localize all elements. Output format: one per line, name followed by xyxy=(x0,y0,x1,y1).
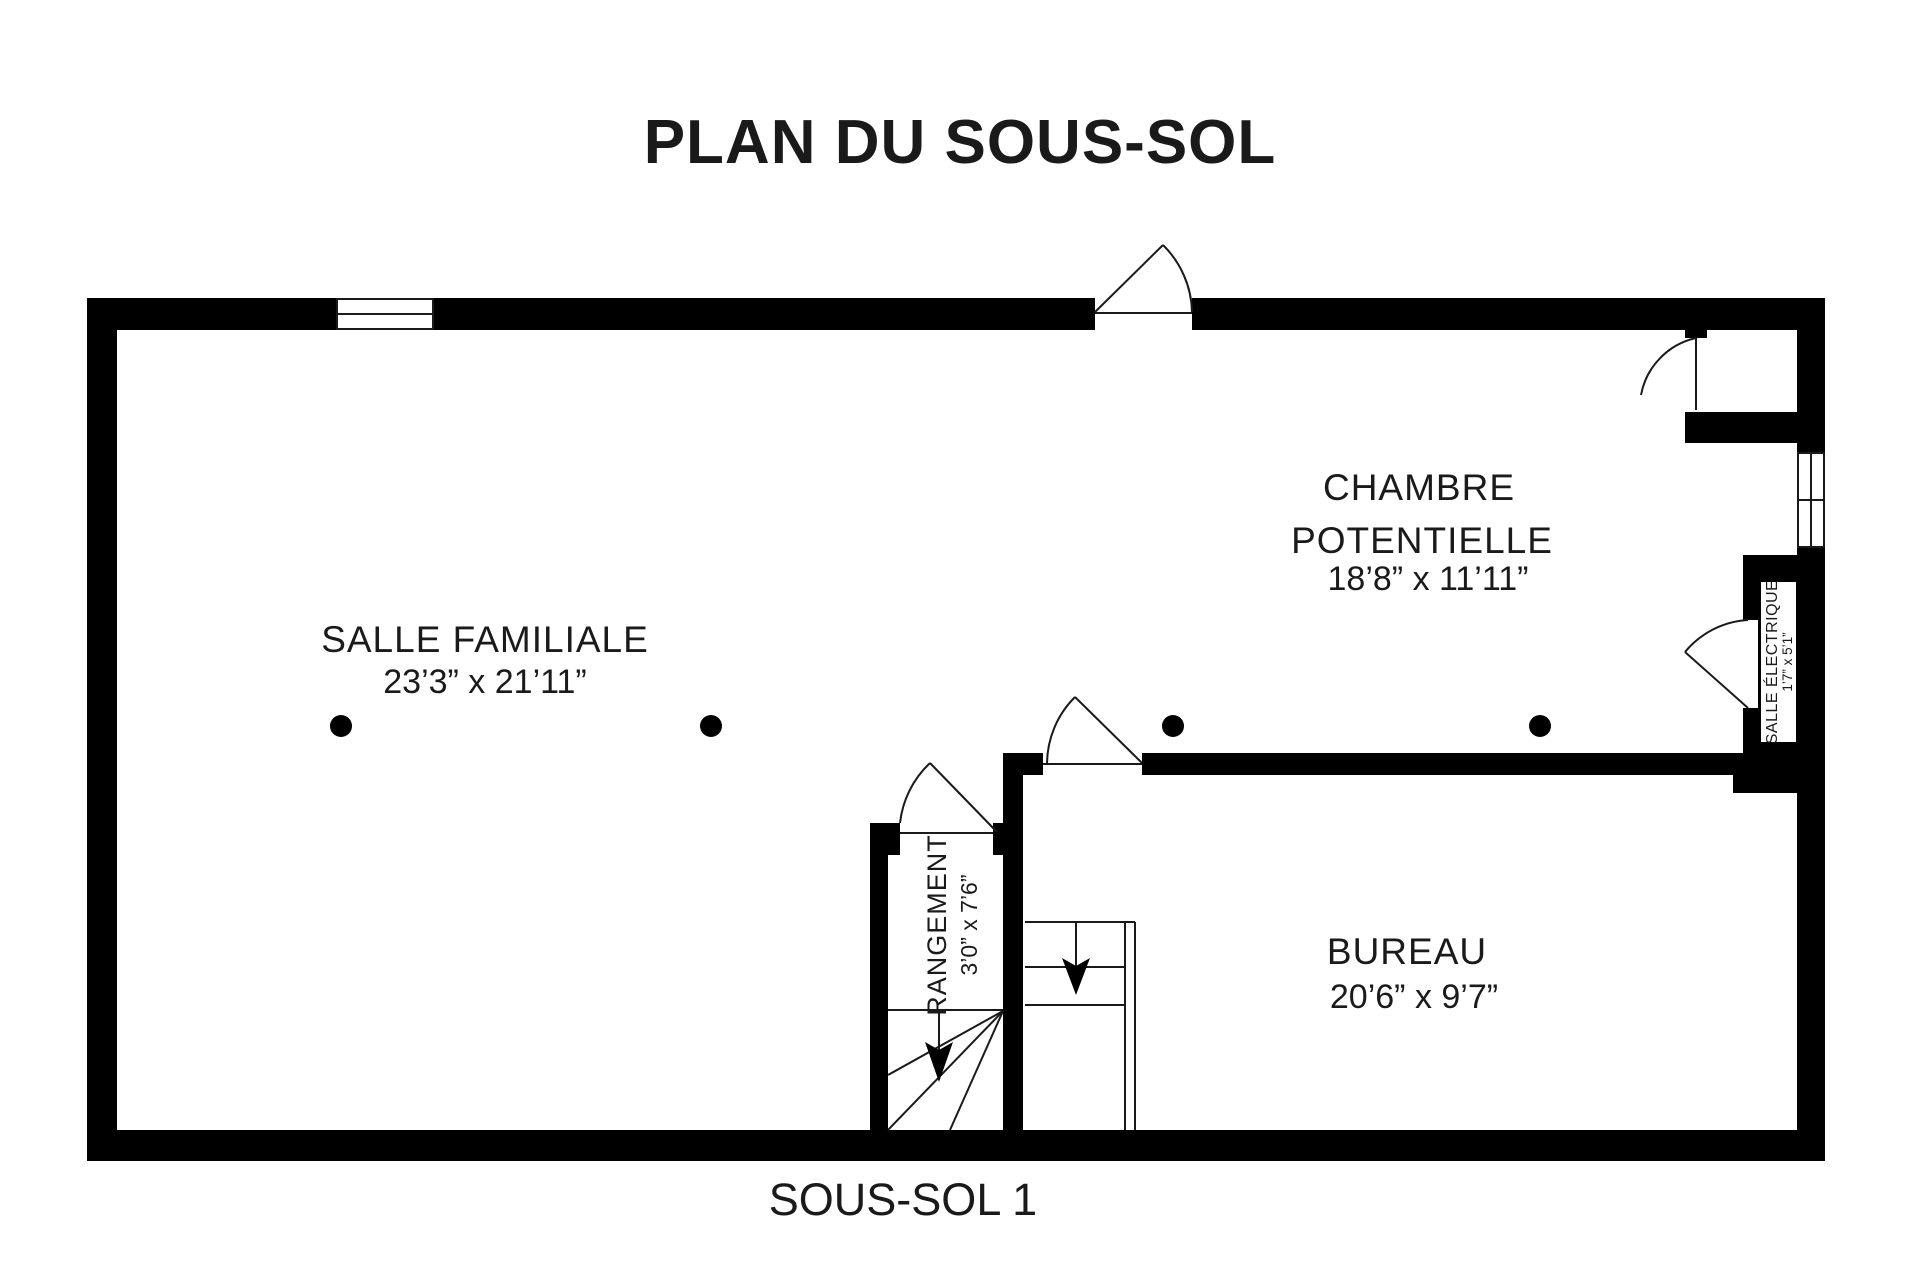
label-chambre-line2: POTENTIELLE xyxy=(1291,520,1553,561)
label-rangement: RANGEMENT xyxy=(922,834,952,1016)
wall-bureau-top-stub xyxy=(1003,753,1043,775)
wall-niche-bottom xyxy=(1685,412,1798,443)
dims-bureau: 20’6” x 9’7” xyxy=(1330,978,1498,1016)
stairs-straight xyxy=(1025,921,1136,1130)
walls xyxy=(87,298,1825,1161)
salle-electrique-door xyxy=(1684,619,1758,709)
support-columns xyxy=(330,715,1551,737)
floor-label: SOUS-SOL 1 xyxy=(769,1174,1037,1225)
column-dot-4 xyxy=(1529,715,1551,737)
window-right xyxy=(1797,452,1825,548)
wall-top-middle xyxy=(433,298,1095,330)
labels: PLAN DU SOUS-SOL SALLE FAMILIALE 23’3” x… xyxy=(321,108,1795,1225)
wall-bottom xyxy=(87,1130,1825,1161)
wall-right-lower xyxy=(1797,547,1825,1161)
dims-salle-familiale: 23’3” x 21’11” xyxy=(383,663,587,701)
wall-salle-electrique-step xyxy=(1733,753,1797,793)
dims-salle-electrique: 1’7” x 5’1” xyxy=(1780,632,1795,691)
doors xyxy=(899,244,1758,834)
rangement-door-jamb-left xyxy=(870,823,900,855)
dims-rangement: 3’0” x 7’6” xyxy=(956,875,982,976)
stairs-winder xyxy=(887,1009,1004,1131)
column-dot-2 xyxy=(700,715,722,737)
wall-rangement-left xyxy=(870,823,888,1130)
wall-bureau-top xyxy=(1142,753,1737,775)
entry-door-top xyxy=(1094,244,1193,314)
rangement-door xyxy=(899,762,998,834)
page-title: PLAN DU SOUS-SOL xyxy=(644,108,1277,177)
niche-door xyxy=(1640,337,1697,410)
salle-electrique-label-box xyxy=(1761,582,1796,742)
label-salle-familiale: SALLE FAMILIALE xyxy=(321,619,649,660)
label-salle-electrique: SALLE ÉLECTRIQUE xyxy=(1762,580,1781,745)
column-dot-3 xyxy=(1162,715,1184,737)
rangement-door-jamb-right xyxy=(993,823,1023,855)
niche-door-jamb-top xyxy=(1685,328,1707,338)
wall-top-left xyxy=(87,298,337,330)
column-dot-1 xyxy=(330,715,352,737)
bureau-door xyxy=(1043,696,1143,765)
wall-top-right xyxy=(1192,298,1825,330)
wall-right-upper xyxy=(1797,298,1825,453)
window-top xyxy=(336,298,434,330)
winder-down-arrow-head xyxy=(925,1042,953,1082)
windows xyxy=(336,298,1825,548)
salle-electrique-door-gap xyxy=(1743,620,1758,708)
label-chambre-line1: CHAMBRE xyxy=(1323,467,1515,508)
label-bureau: BUREAU xyxy=(1327,931,1487,972)
stairs-down-arrow-head xyxy=(1062,958,1090,995)
wall-left xyxy=(87,298,117,1161)
dims-chambre: 18’8” x 11’11” xyxy=(1328,560,1529,598)
wall-rangement-bureau xyxy=(1003,775,1023,1130)
